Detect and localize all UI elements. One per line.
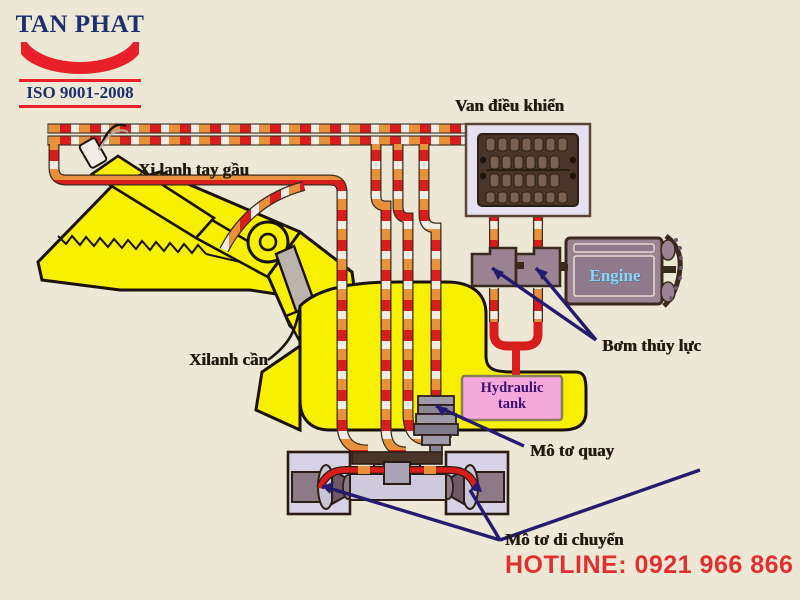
label-travel-motor: Mô tơ di chuyển (505, 530, 624, 549)
body-skirt (254, 343, 302, 433)
hydraulic-tank-box (460, 374, 564, 422)
valve-spool-row-bottom (485, 191, 568, 204)
valve-side-ports (479, 156, 577, 180)
pointer-to-swing-motor (435, 404, 525, 448)
vertical-hose-runs (48, 144, 543, 458)
pointer-to-travel-motor-right (468, 489, 502, 541)
valve-spool-row-mid-upper (489, 155, 560, 170)
label-boom-cylinder: Xilanh cần (189, 350, 268, 369)
logo-certification: ISO 9001-2008 (26, 83, 134, 102)
company-logo: TAN PHAT ISO 9001-2008 (14, 12, 146, 108)
engine-inner-panel (573, 255, 655, 297)
control-valve-assembly (464, 122, 592, 218)
hotline-text: HOTLINE: 0921 966 866 (505, 551, 794, 579)
valve-spool-row-mid-lower (489, 173, 560, 188)
engine-assembly (560, 234, 683, 308)
label-swing-motor: Mô tơ quay (530, 441, 615, 460)
label-hydraulic-pump: Bơm thủy lực (602, 336, 701, 355)
logo-divider-bottom (19, 104, 141, 108)
pointer-to-pump-right (534, 266, 598, 342)
label-bucket-arm-cylinder: Xi lanh tay gầu (138, 160, 249, 179)
swing-motor (413, 395, 459, 456)
pointer-to-pump-left (491, 266, 597, 342)
body-front-notch (267, 305, 302, 362)
engine-pump-shaft (560, 264, 568, 271)
engine-top-strip (573, 243, 655, 253)
pointer-travel-motor-tail (499, 468, 701, 542)
label-control-valve: Van điều khiển (455, 96, 564, 115)
logo-company-name: TAN PHAT (15, 11, 145, 38)
engine-fan-column (660, 234, 683, 308)
hydraulic-tank (460, 374, 564, 422)
red-crescent-swoosh-icon (21, 42, 139, 76)
pump-port-left (516, 262, 524, 269)
logo-divider-top (19, 79, 141, 82)
hydraulic-pump-assembly (470, 246, 568, 288)
pointer-lines (321, 266, 701, 542)
center-swivel-joint (383, 461, 411, 485)
valve-spool-row-top (485, 137, 568, 152)
arm-serration (57, 234, 207, 255)
pointer-to-travel-motor-left (321, 484, 501, 542)
pointer-arrowheads (322, 268, 548, 494)
